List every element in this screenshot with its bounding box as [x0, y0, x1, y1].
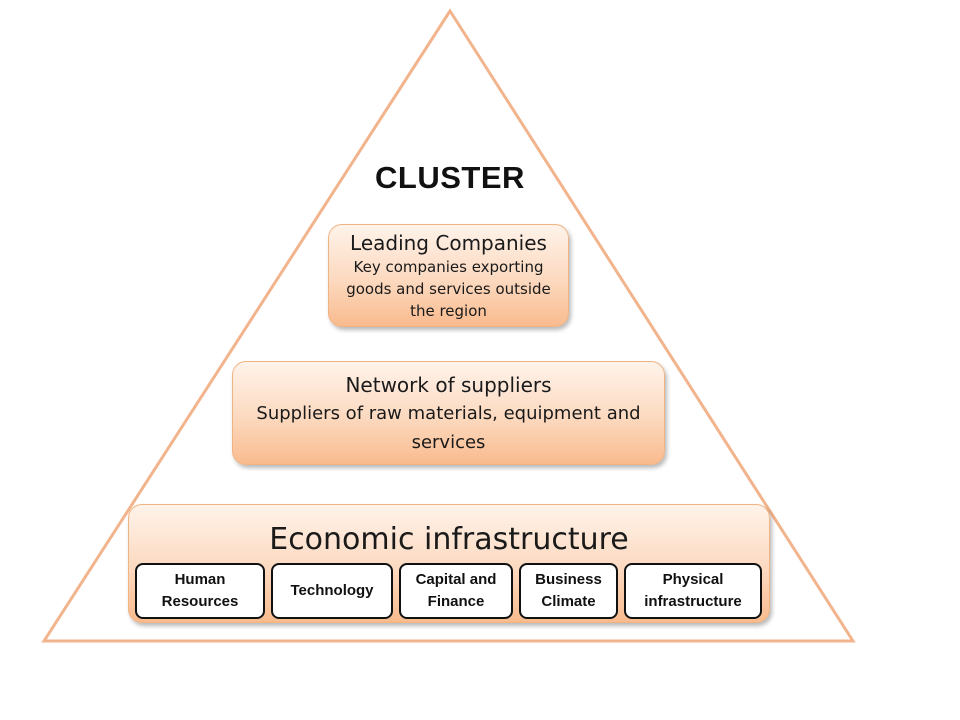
network-of-suppliers-box: Network of suppliers Suppliers of raw ma… — [232, 361, 665, 465]
component-physical-infrastructure: Physical infrastructure — [624, 563, 762, 619]
network-of-suppliers-title: Network of suppliers — [345, 373, 552, 397]
component-capital-and-finance: Capital and Finance — [399, 563, 513, 619]
cluster-title: CLUSTER — [375, 160, 525, 195]
economic-infrastructure-title: Economic infrastructure — [269, 522, 629, 557]
leading-companies-box: Leading Companies Key companies exportin… — [328, 224, 569, 327]
network-of-suppliers-description: Suppliers of raw materials, equipment an… — [256, 403, 641, 453]
component-technology: Technology — [271, 563, 393, 619]
component-human-resources: Human Resources — [135, 563, 265, 619]
leading-companies-title: Leading Companies — [350, 231, 547, 255]
component-business-climate: Business Climate — [519, 563, 618, 619]
leading-companies-description: Key companies exporting goods and servic… — [346, 258, 551, 320]
